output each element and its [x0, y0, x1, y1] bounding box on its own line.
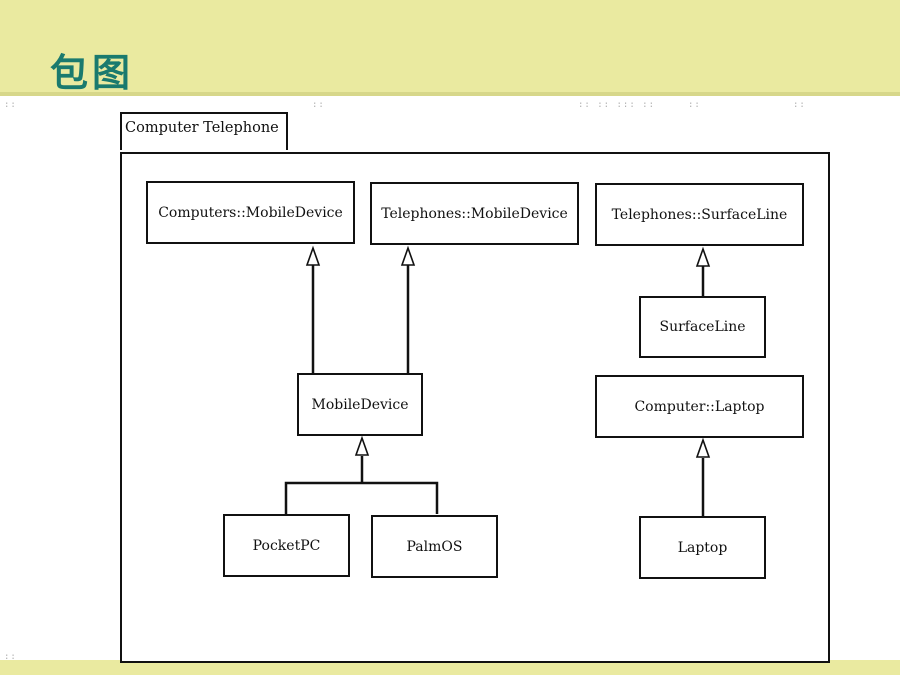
decorative-dots: :: :: ::: :: [578, 100, 656, 110]
class-pocket-pc: PocketPC [223, 514, 350, 577]
class-computer-laptop: Computer::Laptop [595, 375, 804, 438]
package-name: Computer Telephone [125, 120, 279, 136]
class-telephones-surface-line: Telephones::SurfaceLine [595, 183, 804, 246]
header-divider [0, 92, 900, 96]
decorative-dots: :: [793, 100, 806, 110]
class-telephones-mobile-device: Telephones::MobileDevice [370, 182, 579, 245]
class-computers-mobile-device: Computers::MobileDevice [146, 181, 355, 244]
decorative-dots: :: [688, 100, 701, 110]
package-tab: Computer Telephone [120, 112, 288, 150]
decorative-dots: :: [312, 100, 325, 110]
decorative-dots: :: [4, 100, 17, 110]
header-band [0, 0, 900, 92]
decorative-dots: :: [4, 652, 17, 662]
class-palm-os: PalmOS [371, 515, 498, 578]
footer-band [0, 660, 900, 675]
slide-title: 包图 [50, 51, 135, 95]
class-surface-line: SurfaceLine [639, 296, 766, 358]
class-mobile-device: MobileDevice [297, 373, 423, 436]
class-laptop: Laptop [639, 516, 766, 579]
